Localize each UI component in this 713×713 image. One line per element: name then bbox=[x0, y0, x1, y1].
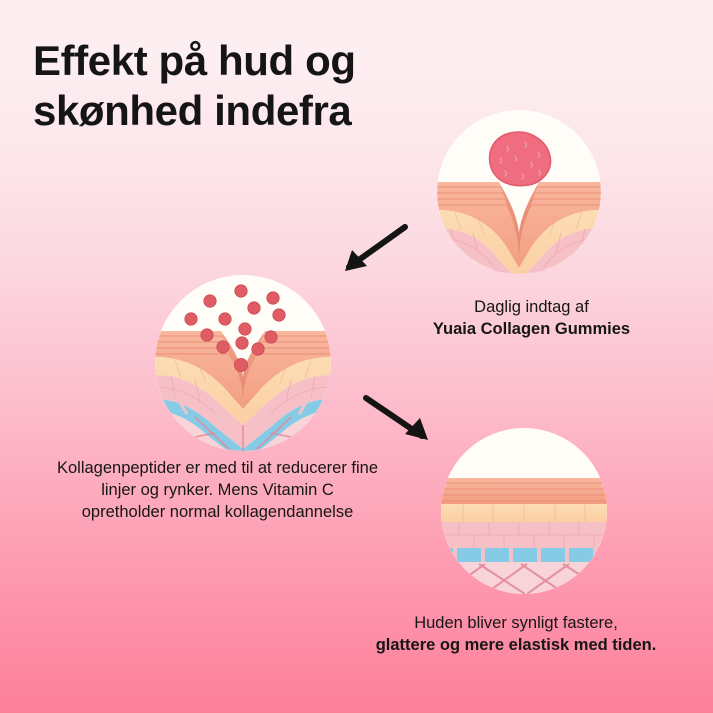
arrow-down-left-icon bbox=[345, 224, 408, 271]
epidermis-layer bbox=[437, 182, 601, 268]
collagen-peptide-dots bbox=[184, 284, 286, 373]
blue-fiber-band bbox=[155, 399, 331, 451]
caption-firmer-skin-bold: glattere og mere elastisk med tiden. bbox=[375, 635, 657, 654]
upper-dermis-layer bbox=[437, 210, 601, 274]
upper-dermis-layer bbox=[155, 357, 331, 425]
caption-daily-intake-regular: Daglig indtag af bbox=[474, 298, 589, 316]
skin-cross-section-wrinkle-gummy-svg bbox=[437, 110, 601, 274]
page-title-line-1: Effekt på hud og bbox=[33, 37, 356, 84]
arrow-down-right-icon bbox=[363, 395, 428, 440]
caption-daily-intake: Daglig indtag af Yuaia Collagen Gummies bbox=[389, 297, 674, 341]
illustration-skin-smooth bbox=[441, 428, 607, 594]
caption-collagen-peptides-line-2: linjer og rynker. Mens Vitamin C bbox=[101, 480, 334, 499]
skin-cross-section-peptides-svg bbox=[155, 275, 331, 451]
illustration-skin-with-peptides bbox=[155, 275, 331, 451]
illustration-skin-with-gummy bbox=[437, 110, 601, 274]
dermis-layer bbox=[155, 375, 331, 449]
caption-daily-intake-bold: Yuaia Collagen Gummies bbox=[432, 319, 631, 338]
skin-cross-section-smooth-svg bbox=[441, 428, 607, 594]
caption-collagen-peptides: Kollagenpeptider er med til at reducerer… bbox=[21, 458, 414, 524]
caption-collagen-peptides-line-1: Kollagenpeptider er med til at reducerer… bbox=[56, 459, 379, 477]
caption-firmer-skin-regular: Huden bliver synligt fastere, bbox=[414, 614, 618, 632]
caption-firmer-skin: Huden bliver synligt fastere, glattere o… bbox=[346, 613, 686, 657]
dermis-layer bbox=[437, 228, 601, 274]
page-title-line-2: skønhed indefra bbox=[33, 86, 352, 134]
epidermis-layer bbox=[155, 331, 331, 409]
blue-fiber-band bbox=[441, 548, 607, 562]
collagen-gummy-icon bbox=[488, 131, 552, 187]
page-title: Effekt på hud og skønhed indefra bbox=[33, 36, 453, 135]
epidermis-layer bbox=[441, 478, 607, 504]
caption-collagen-peptides-line-3: opretholder normal kollagendannelse bbox=[81, 502, 354, 521]
